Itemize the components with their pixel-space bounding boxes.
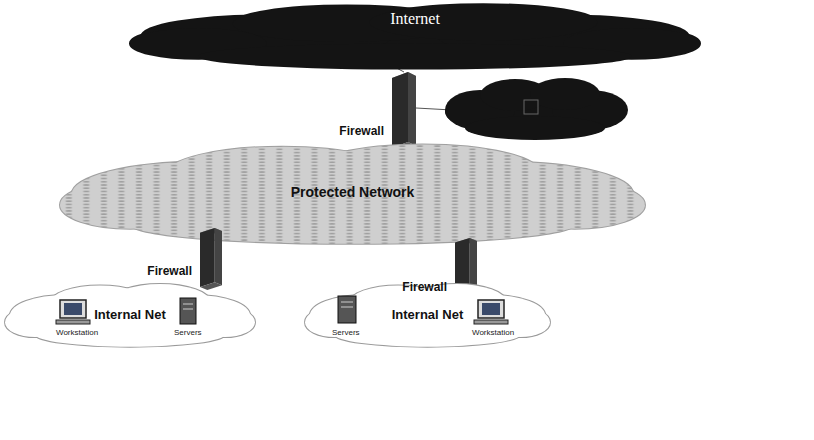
workstation-icon: [56, 300, 90, 324]
firewall-shape: [200, 228, 222, 290]
network-cloud: Protected Network: [60, 138, 645, 246]
device-label: Servers: [174, 328, 202, 337]
device-label: Workstation: [56, 328, 98, 337]
network-name: Protected Network: [291, 184, 415, 200]
firewall-label: Firewall: [402, 280, 447, 294]
firewall-shape: [392, 72, 416, 152]
server-icon: [338, 296, 356, 323]
network-name: Internet: [390, 10, 440, 28]
server-icon: [180, 298, 196, 324]
device-label: Servers: [332, 328, 360, 337]
network-cloud: Internet: [130, 0, 700, 70]
device-label: Workstation: [472, 328, 514, 337]
firewall-label: Firewall: [147, 264, 192, 278]
firewall-box: Firewall: [200, 228, 222, 290]
cloud-icon: [524, 100, 538, 114]
workstation-icon: [474, 300, 508, 324]
network-name: Internal Net: [392, 307, 464, 322]
network-cloud: Internal Net: [5, 280, 255, 348]
network-name: Internal Net: [94, 307, 166, 322]
firewall-box: Firewall: [392, 72, 416, 152]
dark-cloud: [445, 78, 628, 140]
firewall-label: Firewall: [339, 124, 384, 138]
